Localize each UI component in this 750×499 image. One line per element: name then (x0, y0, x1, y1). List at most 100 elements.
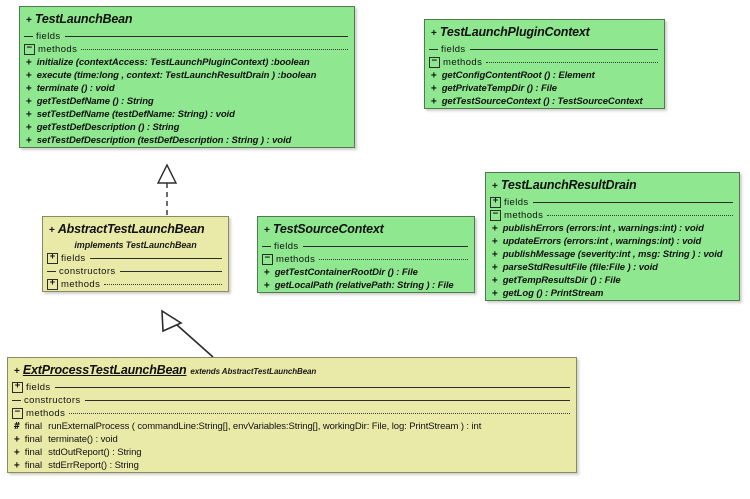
compartment-separator-methods[interactable]: −methods (8, 407, 576, 420)
class-implements-label: implements TestLaunchBean (74, 240, 197, 250)
compartment-separator-fields[interactable]: +fields (486, 196, 739, 209)
compartment-dash-icon (47, 271, 56, 272)
compartment-separator-methods[interactable]: +methods (43, 278, 228, 291)
member-row[interactable]: + getTempResultsDir () : File (486, 274, 739, 287)
member-row[interactable]: +setTestDefDescription (testDefDescripti… (20, 134, 354, 147)
compartment-rule (532, 202, 733, 203)
member-signature: getConfigContentRoot () : Element (441, 70, 595, 81)
compartment-separator-constructors[interactable]: constructors (43, 265, 228, 278)
collapse-toggle-icon[interactable]: − (262, 254, 273, 265)
member-visibility: + (26, 70, 32, 81)
compartment-separator-constructors[interactable]: constructors (8, 394, 576, 407)
member-modifier: final (24, 421, 43, 432)
member-row[interactable]: +getTestSourceContext () : TestSourceCon… (425, 95, 664, 108)
compartment-rule (64, 36, 348, 37)
generalization-line (176, 324, 214, 358)
collapse-toggle-icon[interactable]: − (12, 408, 23, 419)
class-visibility: + (49, 225, 55, 236)
class-header-abstract-test-launch-bean: +AbstractTestLaunchBean (43, 217, 228, 240)
member-visibility: + (14, 460, 20, 471)
member-signature: terminate () : void (36, 83, 115, 94)
compartment-separator-fields[interactable]: +fields (43, 252, 228, 265)
member-signature: updateErrors (errors:int , warnings:int)… (502, 236, 702, 247)
class-visibility: + (431, 28, 437, 39)
member-signature: stdOutReport() : String (48, 447, 142, 458)
member-row[interactable]: +initialize (contextAccess: TestLaunchPl… (20, 56, 354, 69)
realization-arrowhead (156, 163, 178, 184)
member-visibility: + (26, 135, 32, 146)
compartment-label: methods (276, 254, 316, 265)
member-row[interactable]: +updateErrors (errors:int , warnings:int… (486, 235, 739, 248)
collapse-toggle-icon[interactable]: − (429, 57, 440, 68)
class-header-test-launch-bean: +TestLaunchBean (20, 7, 354, 30)
member-signature: runExternalProcess ( commandLine:String[… (48, 421, 482, 432)
compartment-label: fields (26, 382, 51, 393)
realization-abstract-to-interface (156, 163, 178, 215)
member-row[interactable]: +execute (time:long , context: TestLaunc… (20, 69, 354, 82)
member-row[interactable]: + parseStdResultFile (file:File ) : void (486, 261, 739, 274)
member-visibility: + (492, 249, 498, 260)
member-signature: getTempResultsDir () : File (502, 275, 621, 286)
member-row[interactable]: + getPrivateTempDir () : File (425, 82, 664, 95)
collapse-toggle-icon[interactable]: − (24, 44, 35, 55)
compartment-separator-methods[interactable]: −methods (486, 209, 739, 222)
expand-toggle-icon[interactable]: + (490, 197, 501, 208)
member-signature: getTestDefDescription () : String (36, 122, 180, 133)
compartment-separator-fields[interactable]: fields (425, 43, 664, 56)
class-visibility: + (492, 181, 498, 192)
expand-toggle-icon[interactable]: + (47, 253, 58, 264)
compartment-label: constructors (59, 266, 116, 277)
expand-toggle-icon[interactable]: + (12, 382, 23, 393)
member-row[interactable]: +getTestDefDescription () : String (20, 121, 354, 134)
class-name: TestLaunchBean (34, 12, 133, 26)
member-visibility: + (26, 83, 32, 94)
compartment-rule (81, 49, 348, 50)
member-visibility: + (492, 288, 498, 299)
member-row[interactable]: +setTestDefName (testDefName: String) : … (20, 108, 354, 121)
generalization-arrowhead (161, 309, 183, 333)
compartment-separator-fields[interactable]: fields (20, 30, 354, 43)
member-visibility: + (26, 57, 32, 68)
member-visibility: + (431, 83, 437, 94)
compartment-rule (84, 400, 570, 401)
member-row[interactable]: +getLog () : PrintStream (486, 287, 739, 300)
member-row[interactable]: +publishMessage (severity:int , msg: Str… (486, 248, 739, 261)
member-row[interactable]: + terminate () : void (20, 82, 354, 95)
compartment-separator-methods[interactable]: −methods (258, 253, 474, 266)
compartment-rule (486, 62, 658, 63)
member-signature: getTestDefName () : String (36, 96, 154, 107)
collapse-toggle-icon[interactable]: − (490, 210, 501, 221)
compartment-separator-fields[interactable]: fields (258, 240, 474, 253)
member-signature: getPrivateTempDir () : File (441, 83, 557, 94)
class-visibility: + (26, 15, 32, 26)
member-row[interactable]: +getLocalPath (relativePath: String ) : … (258, 279, 474, 292)
member-row[interactable]: + getConfigContentRoot () : Element (425, 69, 664, 82)
member-row[interactable]: +getTestContainerRootDir () : File (258, 266, 474, 279)
member-visibility: + (492, 262, 498, 273)
generalization-ext-to-abstract (161, 309, 214, 358)
compartment-label: methods (504, 210, 544, 221)
member-visibility: + (492, 223, 498, 234)
expand-toggle-icon[interactable]: + (47, 279, 58, 290)
member-visibility: + (431, 70, 437, 81)
member-row[interactable]: +getTestDefName () : String (20, 95, 354, 108)
member-signature: parseStdResultFile (file:File ) : void (502, 262, 658, 273)
compartment-separator-methods[interactable]: −methods (20, 43, 354, 56)
member-visibility: + (14, 434, 20, 445)
member-visibility: + (264, 267, 270, 278)
class-box-test-launch-result-drain[interactable]: +TestLaunchResultDrain+fields−methods+pu… (485, 172, 740, 301)
member-row[interactable]: +publishErrors (errors:int , warnings:in… (486, 222, 739, 235)
compartment-separator-methods[interactable]: −methods (425, 56, 664, 69)
member-visibility: + (492, 275, 498, 286)
compartment-separator-fields[interactable]: +fields (8, 381, 576, 394)
